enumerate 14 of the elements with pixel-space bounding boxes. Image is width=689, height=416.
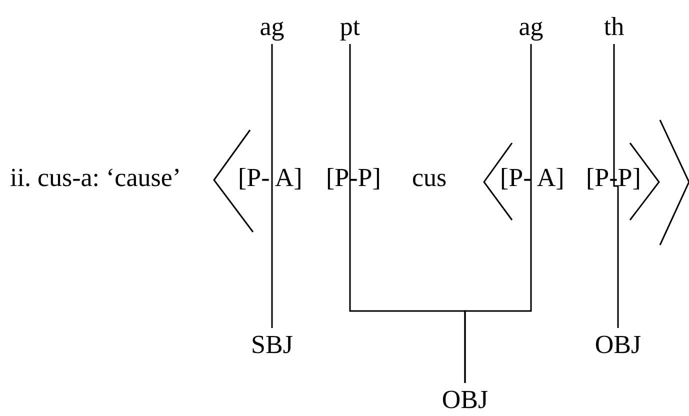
role-label: th bbox=[604, 12, 624, 42]
role-label: pt bbox=[340, 12, 360, 42]
link-line bbox=[464, 44, 532, 383]
label: [P- A] bbox=[500, 163, 564, 193]
label: cus bbox=[412, 163, 447, 193]
label: [P- A] bbox=[238, 163, 302, 193]
role-label: SBJ bbox=[251, 330, 293, 360]
label: ii. cus-a: ‘cause’ bbox=[10, 163, 182, 193]
role-label: ag bbox=[518, 12, 544, 42]
link-line bbox=[613, 44, 619, 328]
role-label: ag bbox=[260, 12, 284, 42]
role-label: OBJ bbox=[594, 330, 642, 360]
link-line bbox=[271, 44, 273, 328]
role-label: OBJ bbox=[442, 385, 488, 415]
